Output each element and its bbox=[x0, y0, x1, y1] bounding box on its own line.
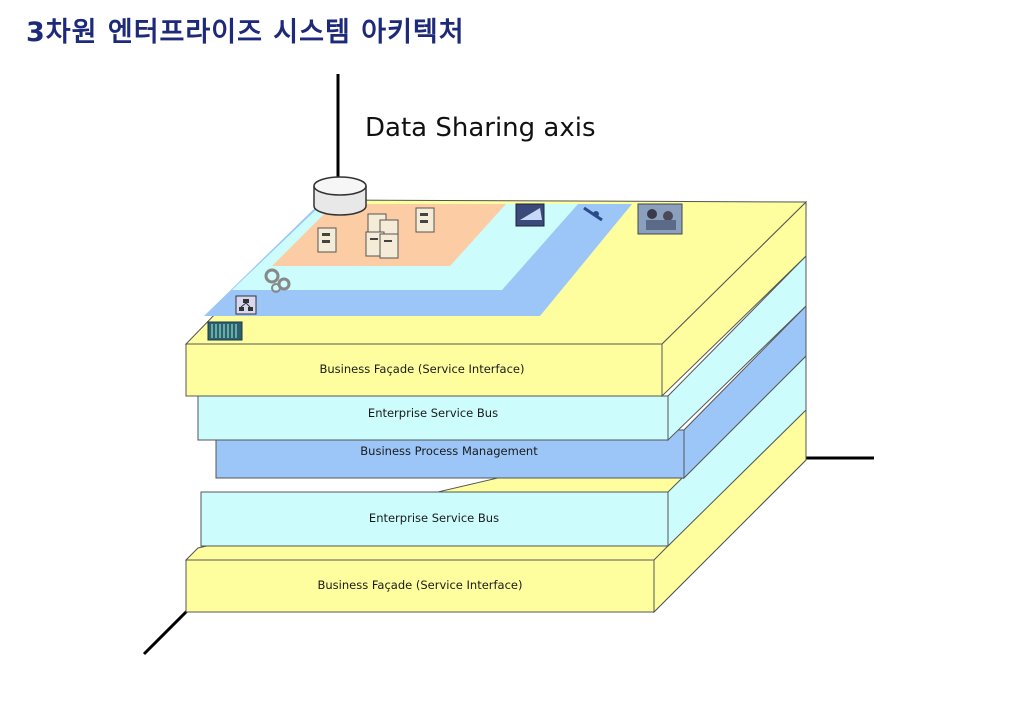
server-cluster-icon bbox=[365, 213, 399, 259]
photo-people-icon bbox=[637, 203, 683, 235]
server-icon-right bbox=[415, 207, 435, 233]
diagonal-axis-line bbox=[142, 606, 192, 656]
layer-label-bpm: Business Process Management bbox=[360, 444, 538, 458]
layer-label-business-facade-top: Business Façade (Service Interface) bbox=[320, 362, 525, 376]
layer-esb-lower: Enterprise Service Bus bbox=[200, 354, 807, 548]
network-icon bbox=[235, 295, 257, 315]
diagram-title: 3차원 엔터프라이즈 시스템 아키텍처 bbox=[26, 17, 465, 48]
laptop-icon bbox=[515, 203, 545, 227]
layer-esb-upper: Enterprise Service Bus bbox=[197, 254, 807, 442]
layer-business-facade-top: Business Façade (Service Interface) bbox=[184, 199, 808, 398]
database-icon bbox=[313, 176, 367, 216]
layer-label-esb-upper: Enterprise Service Bus bbox=[368, 406, 498, 420]
layer-label-esb-lower: Enterprise Service Bus bbox=[369, 511, 499, 525]
gears-icon bbox=[264, 268, 291, 293]
layer-label-business-facade-bottom: Business Façade (Service Interface) bbox=[318, 578, 523, 592]
data-sharing-axis-label: Data Sharing axis bbox=[365, 113, 596, 143]
pen-device-icon bbox=[583, 206, 603, 222]
server-icon bbox=[317, 227, 337, 253]
rack-icon bbox=[207, 321, 243, 341]
